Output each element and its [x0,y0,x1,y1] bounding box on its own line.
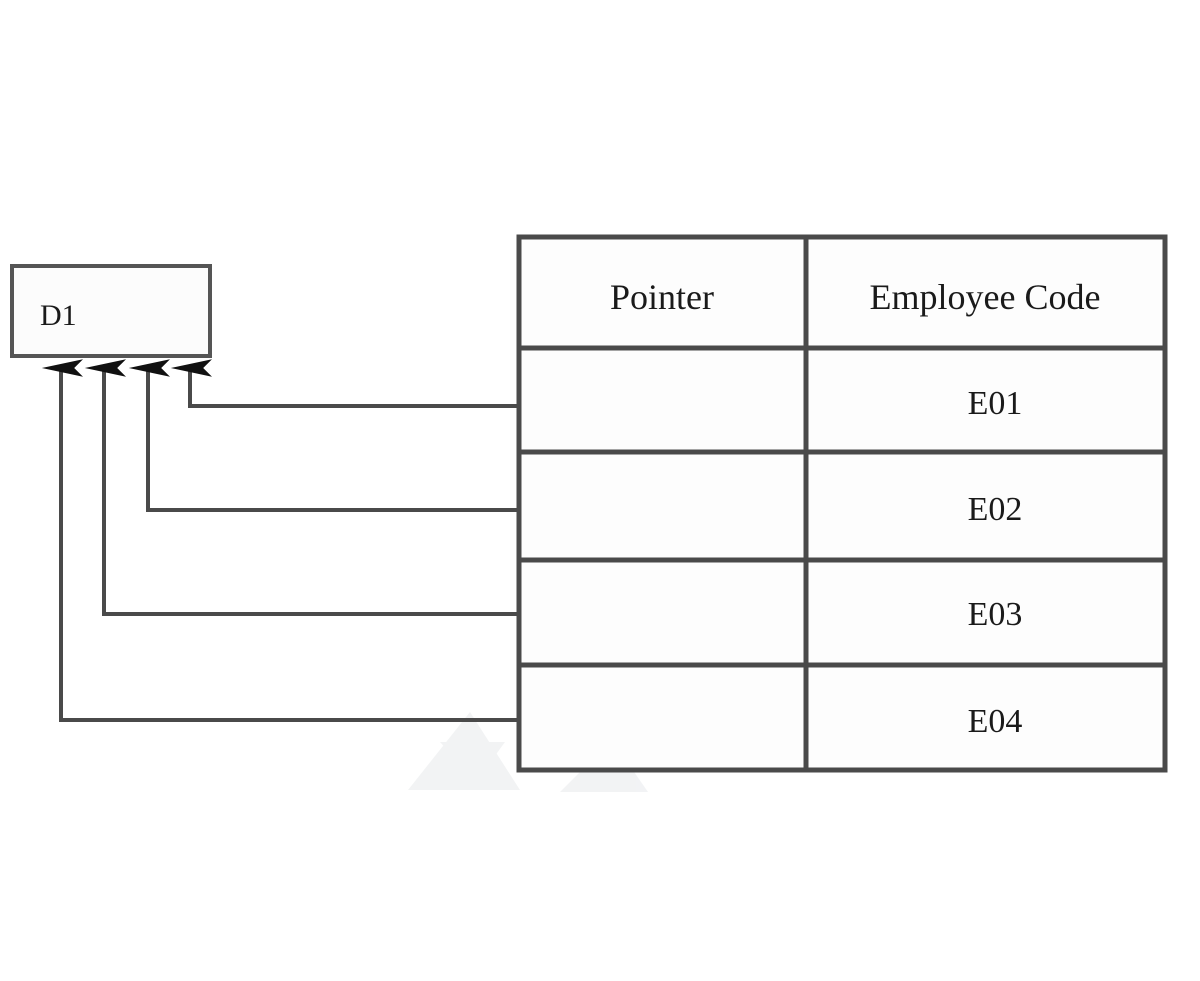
table-background [519,237,1165,770]
node-d1[interactable]: D1 [10,264,212,358]
pointer-table: Pointer Employee Code E01 E02 E03 E04 [516,234,1168,773]
connector-e02-path [128,359,519,512]
connector-e02 [128,359,519,512]
table-row[interactable]: E03 [968,596,1023,633]
cell-employee-code-1: E01 [968,385,1023,422]
cell-employee-code-3: E03 [968,596,1023,633]
connector-e04-path [41,359,519,722]
table-header-pointer: Pointer [610,277,714,317]
table-row[interactable]: E04 [968,703,1023,740]
connector-e03 [84,359,519,616]
connector-e01 [170,359,519,408]
table-row[interactable]: E02 [968,491,1023,528]
cell-employee-code-2: E02 [968,491,1023,528]
node-d1-label: D1 [40,299,77,332]
table-header-row: Pointer Employee Code [610,277,1100,317]
connector-e04 [41,359,519,722]
cell-employee-code-4: E04 [968,703,1023,740]
connector-e01-path [170,359,519,408]
node-d1-box[interactable] [10,264,212,358]
table-border [516,234,1168,773]
table-header-employee-code: Employee Code [870,277,1101,317]
connector-e03-path [84,359,519,616]
table-row[interactable]: E01 [968,385,1023,422]
